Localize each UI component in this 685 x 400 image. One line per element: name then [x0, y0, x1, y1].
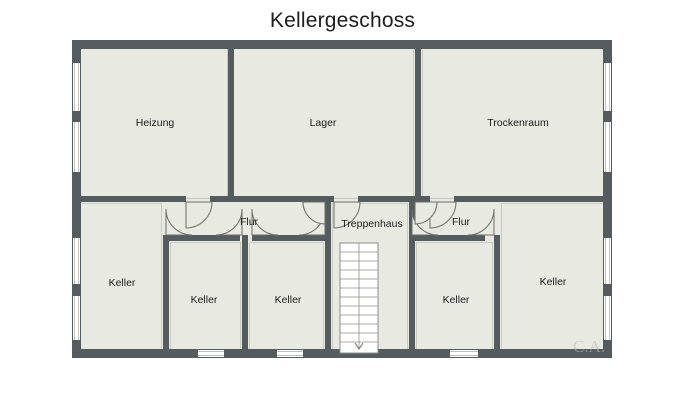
wall-lower-stub-2 [252, 235, 328, 241]
room-label-keller-5: Keller [540, 276, 567, 288]
door-keller-5 [467, 208, 495, 236]
room-label-group: Heizung Lager Trockenraum Flur Treppenha… [109, 117, 567, 306]
stair-direction-arrow [354, 342, 364, 350]
door-treppenhaus-right [414, 201, 438, 225]
wall-spine-right [454, 196, 608, 202]
door-treppenhaus-left [302, 201, 326, 225]
room-label-keller-2: Keller [191, 294, 218, 306]
wall-interior-upper-1 [228, 44, 234, 202]
watermark: C.A. [573, 337, 605, 356]
room-label-lager: Lager [310, 117, 337, 129]
room-label-keller-3: Keller [275, 294, 302, 306]
window-right-1 [604, 63, 611, 111]
window-left-4 [73, 296, 80, 340]
room-label-flur-left: Flur [240, 216, 259, 228]
room-label-trockenraum: Trockenraum [487, 117, 549, 129]
wall-spine-left [76, 196, 186, 202]
room-label-heizung: Heizung [136, 117, 175, 129]
staircase [339, 242, 379, 354]
room-area-keller-2 [166, 238, 245, 354]
window-left-3 [73, 238, 80, 284]
door-lager [333, 201, 361, 229]
room-area-keller-4 [412, 238, 497, 354]
door-group [165, 201, 495, 236]
window-right-2 [604, 122, 611, 172]
wall-spine-mid-2 [358, 196, 430, 202]
window-left-1 [73, 63, 80, 111]
room-area-lager [228, 44, 418, 199]
door-keller-3b [251, 208, 279, 236]
wall-group [72, 40, 612, 358]
door-keller-3a [215, 208, 243, 236]
room-label-treppenhaus: Treppenhaus [341, 218, 403, 230]
wall-lower-divider-1 [163, 235, 169, 354]
room-area-trockenraum [418, 44, 608, 199]
window-bottom-1 [198, 350, 224, 357]
wall-lower-stub-3 [412, 235, 485, 241]
window-group [73, 63, 611, 357]
window-bottom-3 [450, 350, 478, 357]
room-area-keller-5 [497, 199, 608, 354]
window-bottom-2 [277, 350, 303, 357]
wall-lower-divider-4 [409, 196, 415, 354]
wall-spine-mid-1 [210, 196, 334, 202]
room-area-keller-1 [76, 199, 166, 354]
wall-lower-divider-2 [242, 235, 248, 354]
wall-lower-divider-5 [494, 235, 500, 354]
page-title: Kellergeschoss [269, 9, 416, 32]
room-label-keller-4: Keller [443, 294, 470, 306]
wall-lower-stub-1 [166, 235, 240, 241]
door-keller-4b [411, 208, 439, 236]
window-left-2 [73, 122, 80, 172]
wall-lower-divider-3 [325, 196, 331, 354]
wall-interior-upper-2 [415, 44, 421, 202]
room-label-keller-1: Keller [109, 277, 136, 289]
window-right-3 [604, 238, 611, 284]
door-keller-2 [165, 208, 193, 236]
wall-outer-top [72, 40, 612, 49]
room-area-keller-3 [245, 238, 328, 354]
window-right-4 [604, 296, 611, 340]
room-label-flur-right: Flur [452, 216, 471, 228]
room-area-heizung [76, 44, 228, 199]
door-heizung [185, 201, 213, 229]
